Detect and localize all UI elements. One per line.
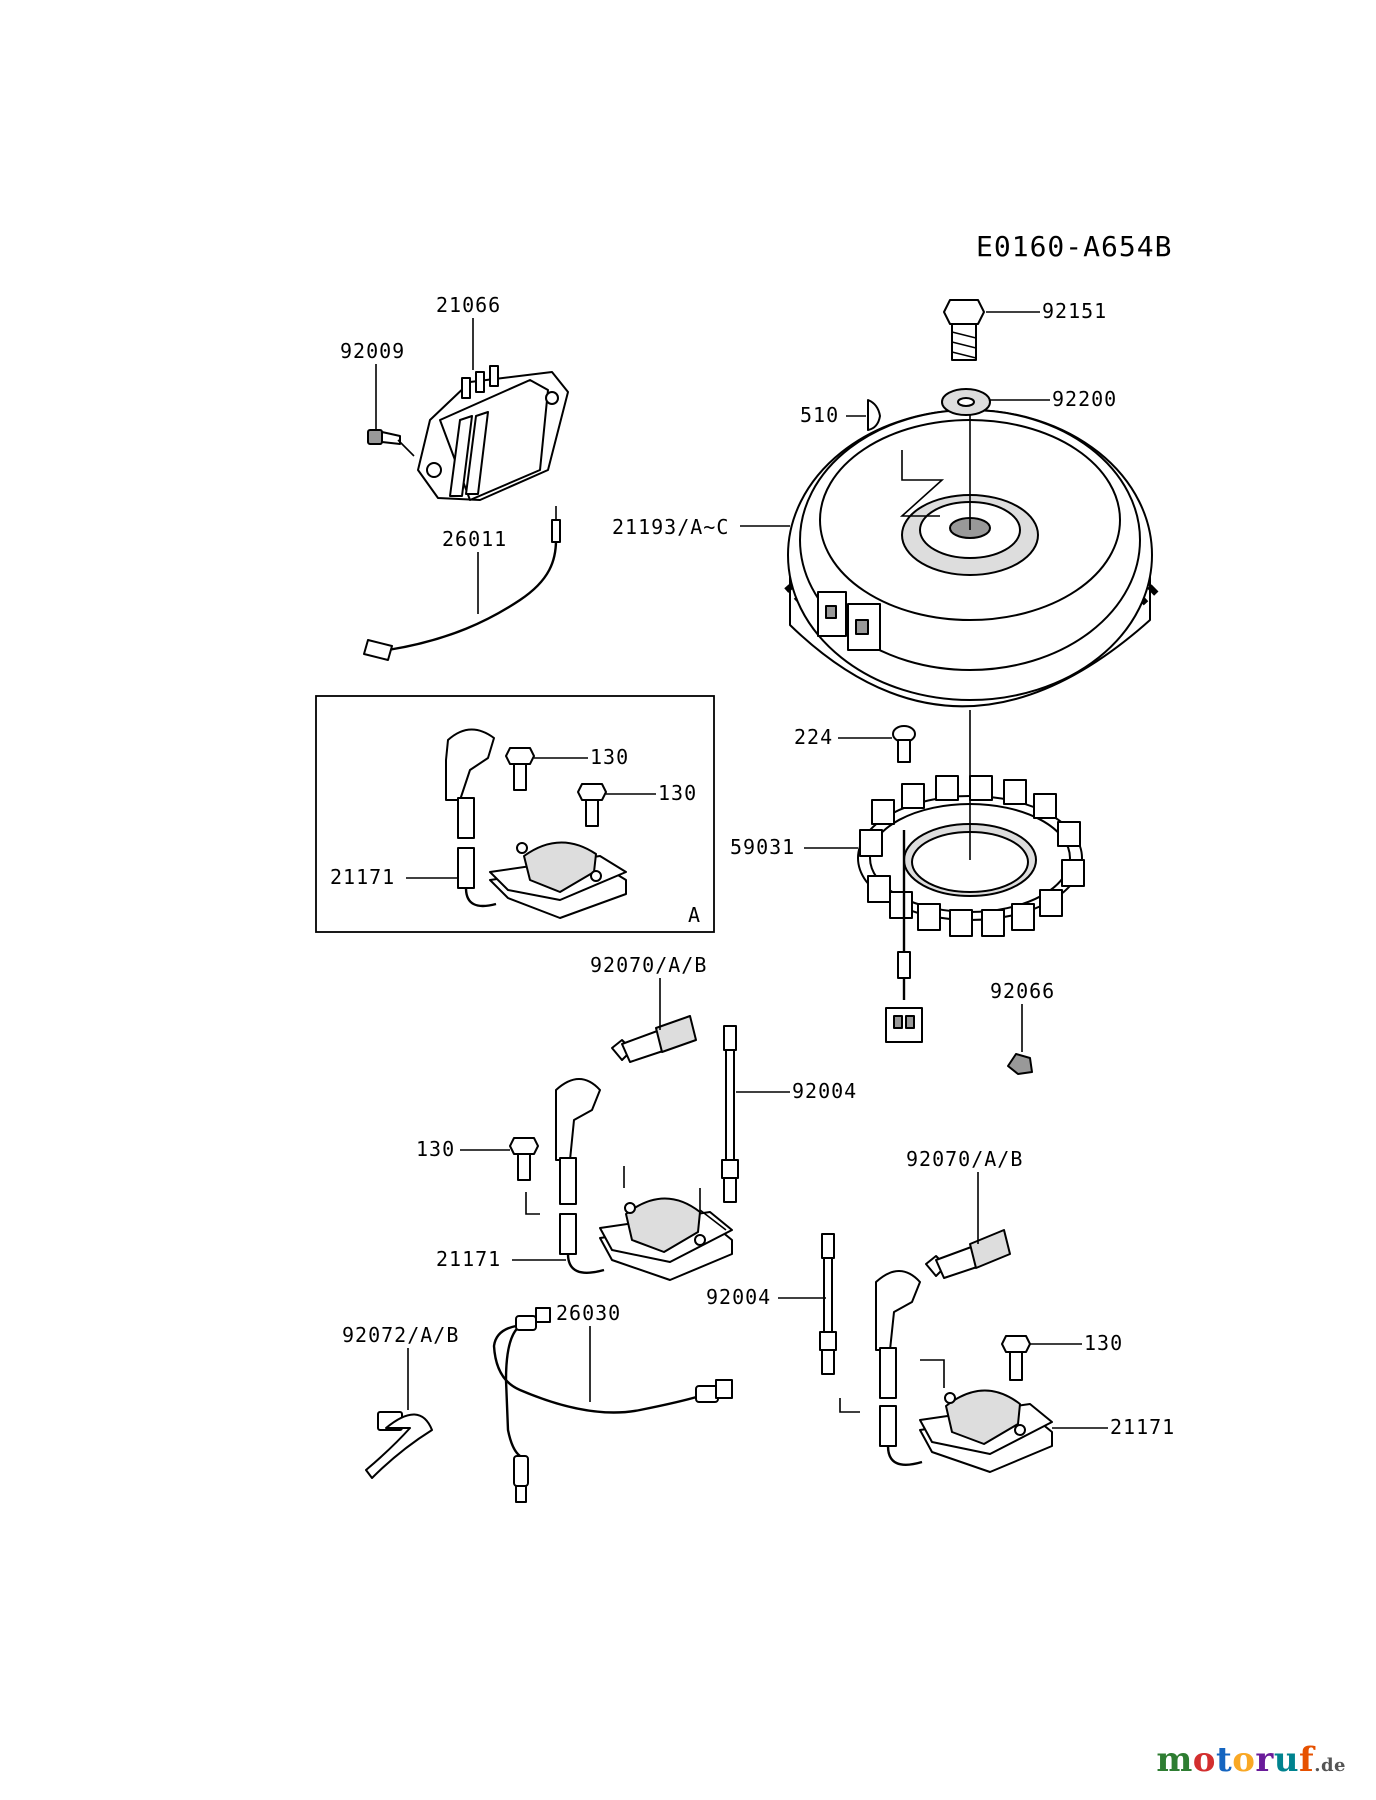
label-224: 224 [794,725,833,749]
bolt-130-mid [509,1137,539,1181]
washer-92200 [941,388,991,416]
watermark-letter: f [1299,1740,1315,1780]
label-21193: 21193/A~C [612,515,729,539]
key-510 [867,399,881,431]
label-21171-right: 21171 [1110,1415,1175,1439]
watermark-letter: m [1156,1740,1193,1780]
ignition-coil-21171-inset [445,728,627,919]
inset-letter-a: A [688,903,701,927]
stud-92004-2 [819,1233,837,1375]
bolt-92151 [943,299,985,361]
watermark-logo: motoruf.de [1156,1740,1346,1780]
diagram-code: E0160-A654B [976,230,1172,263]
flywheel-21193 [784,409,1162,708]
label-130-mid: 130 [416,1137,455,1161]
ignition-coil-21171-right [875,1270,1053,1473]
bolt-130-right [1001,1335,1031,1381]
spark-plug-92070-2 [925,1229,1011,1279]
ignition-coil-21171-mid [555,1078,733,1281]
label-92200: 92200 [1052,387,1117,411]
watermark-letter: o [1232,1740,1256,1780]
label-92066: 92066 [990,979,1055,1003]
screw-224 [892,725,916,763]
inset-frame-a [315,695,715,933]
label-92072: 92072/A/B [342,1323,459,1347]
label-92151: 92151 [1042,299,1107,323]
label-21066: 21066 [436,293,501,317]
nut-92066 [1007,1053,1033,1075]
label-92004-2: 92004 [706,1285,771,1309]
label-92009: 92009 [340,339,405,363]
harness-26030 [492,1307,733,1503]
watermark-text: motoruf [1156,1740,1314,1780]
watermark-letter: r [1255,1740,1274,1780]
clamp-92072 [365,1411,433,1479]
watermark-letter: t [1215,1740,1233,1780]
regulator-21066 [417,365,569,501]
label-26030: 26030 [556,1301,621,1325]
watermark-suffix: .de [1314,1755,1346,1776]
stator-59031 [857,775,1085,1043]
label-92070-1: 92070/A/B [590,953,707,977]
screw-92009 [367,429,401,445]
wire-26011 [363,506,561,661]
watermark-letter: u [1273,1740,1300,1780]
label-130-right: 130 [1084,1331,1123,1355]
bolt-130-inset-1 [505,747,535,791]
label-21171-mid: 21171 [436,1247,501,1271]
spark-plug-92070-1 [611,1015,697,1063]
label-130-inset-1: 130 [590,745,629,769]
label-59031: 59031 [730,835,795,859]
label-130-inset-2: 130 [658,781,697,805]
label-92004-1: 92004 [792,1079,857,1103]
watermark-letter: o [1192,1740,1216,1780]
stud-92004-1 [721,1025,739,1203]
label-510: 510 [800,403,839,427]
label-21171-inset: 21171 [330,865,395,889]
bolt-130-inset-2 [577,783,607,827]
label-92070-2: 92070/A/B [906,1147,1023,1171]
label-26011: 26011 [442,527,507,551]
